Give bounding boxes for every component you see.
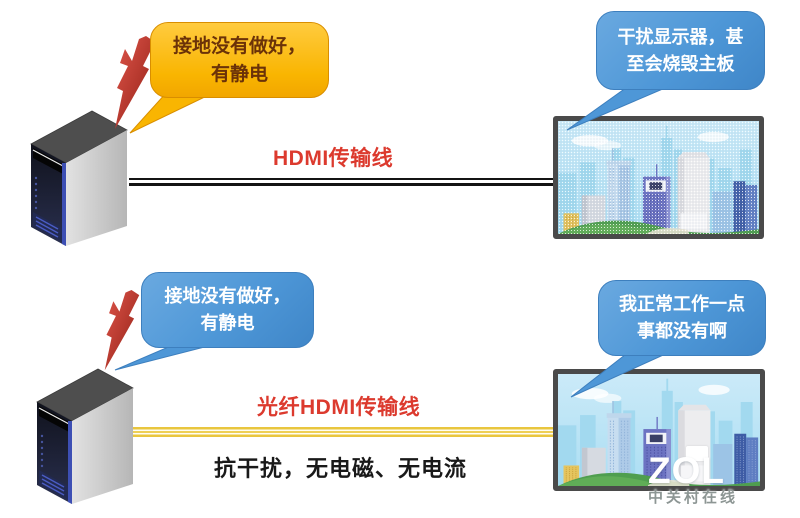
bubble-text-line1: 我正常工作一点 — [619, 294, 745, 315]
bubble-text-line1: 干扰显示器，甚 — [617, 26, 744, 48]
monitor-interfered — [553, 116, 764, 239]
monitor-screen — [558, 121, 759, 234]
hdmi-fiber-cable — [133, 427, 553, 437]
bubble-text-line2: 有静电 — [200, 313, 255, 334]
zol-logo-text: ZOL — [648, 450, 725, 491]
working-fine-bubble: 我正常工作一点 事都没有啊 — [598, 280, 766, 356]
static-warning-bubble: 接地没有做好， 有静电 — [141, 272, 314, 348]
fiber-benefits-note: 抗干扰，无电磁、无电流 — [214, 456, 468, 481]
fiber-cable-label: 光纤HDMI传输线 — [257, 396, 421, 419]
zol-watermark: ZOL 中关村在线 — [646, 444, 756, 506]
monitor-damage-bubble: 干扰显示器，甚 至会烧毁主板 — [596, 11, 765, 90]
zol-logo-icon — [686, 446, 708, 461]
monitor-normal — [553, 369, 765, 491]
bubble-text-line1: 接地没有做好， — [172, 34, 306, 57]
bubble-text-line1: 接地没有做好， — [164, 286, 291, 307]
static-warning-bubble: 接地没有做好， 有静电 — [150, 22, 329, 98]
bubble-text-line2: 有静电 — [210, 63, 268, 85]
zol-subtitle: 中关村在线 — [648, 489, 739, 506]
hdmi-copper-cable — [129, 178, 553, 186]
bubble-text-line2: 至会烧毁主板 — [626, 53, 735, 75]
bubble-text-line2: 事都没有啊 — [637, 321, 727, 342]
hdmi-cable-label: HDMI传输线 — [273, 147, 394, 170]
interference-noise-overlay — [558, 121, 759, 234]
pc-tower-icon — [36, 368, 134, 505]
